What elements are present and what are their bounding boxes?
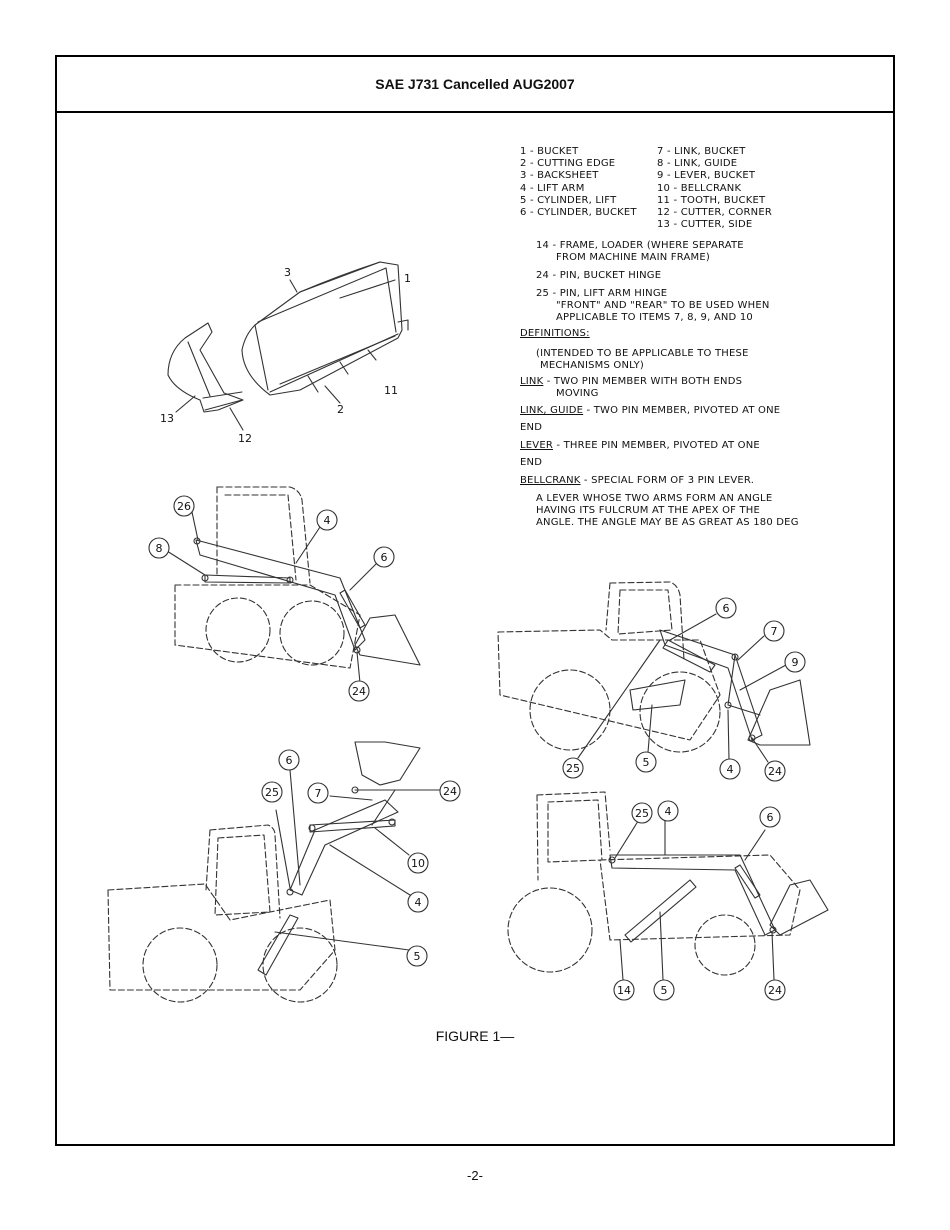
- bucket-callout: 2: [337, 403, 344, 416]
- page-frame: SAE J731 Cancelled AUG2007: [55, 55, 895, 1146]
- legend-item: 2 - CUTTING EDGE: [520, 158, 616, 170]
- callout-number: 6: [286, 754, 293, 767]
- def-text: - TWO PIN MEMBER, PIVOTED AT ONE: [586, 405, 781, 416]
- legend-item: 13 - CUTTER, SIDE: [657, 219, 753, 231]
- legend-right-col: 7 - LINK, BUCKET 8 - LINK, GUIDE 9 - LEV…: [657, 146, 772, 231]
- callout-number: 4: [415, 896, 422, 909]
- legend-item: 5 - CYLINDER, LIFT: [520, 194, 617, 206]
- def-text: END: [520, 422, 543, 434]
- callout-number: 24: [768, 984, 782, 997]
- def-text: - TWO PIN MEMBER WITH BOTH ENDS: [546, 376, 743, 387]
- legend-line: 14 - FRAME, LOADER (WHERE SEPARATE: [536, 240, 744, 251]
- page-number: -2-: [467, 1168, 483, 1183]
- definitions: DEFINITIONS:: [520, 328, 590, 340]
- legend-item: 7 - LINK, BUCKET: [657, 146, 746, 157]
- legend-item: 9 - LEVER, BUCKET: [657, 170, 756, 182]
- def-text: END: [520, 457, 543, 469]
- legend-item: 12 - CUTTER, CORNER: [657, 207, 773, 219]
- legend-item-14: 14 - FRAME, LOADER (WHERE SEPARATE FROM …: [536, 240, 744, 264]
- callout-number: 25: [566, 762, 580, 775]
- legend-item: 3 - BACKSHEET: [520, 170, 599, 182]
- legend-line: FROM MACHINE MAIN FRAME): [556, 252, 710, 264]
- def-link: LINK - TWO PIN MEMBER WITH BOTH ENDS MOV…: [520, 376, 742, 400]
- callout-number: 6: [767, 811, 774, 824]
- figure-caption: FIGURE 1—: [435, 1028, 515, 1044]
- callout-number: 6: [381, 551, 388, 564]
- callout-number: 5: [643, 756, 650, 769]
- skid-steer-drawing: [174, 486, 421, 669]
- def-text: MOVING: [556, 388, 599, 400]
- callout-number: 7: [315, 787, 322, 800]
- callout-number: 4: [324, 514, 331, 527]
- bucket-callout: 12: [238, 432, 252, 445]
- definitions-intro: (INTENDED TO BE APPLICABLE TO THESE MECH…: [536, 348, 749, 372]
- callout-number: 7: [771, 625, 778, 638]
- term-guide: LINK, GUIDE: [520, 405, 584, 416]
- callout-number: 5: [414, 950, 421, 963]
- legend-line: 24 - PIN, BUCKET HINGE: [536, 270, 662, 281]
- callout-number: 6: [723, 602, 730, 615]
- callout-number: 14: [617, 984, 631, 997]
- callout-number: 25: [635, 807, 649, 820]
- callout-number: 5: [661, 984, 668, 997]
- def-bellcrank-more: A LEVER WHOSE TWO ARMS FORM AN ANGLE HAV…: [536, 493, 799, 530]
- callout-number: 8: [156, 542, 163, 555]
- legend-item-25: 25 - PIN, LIFT ARM HINGE "FRONT" AND "RE…: [536, 288, 770, 325]
- legend-line: MECHANISMS ONLY): [540, 360, 645, 372]
- callout-number: 9: [792, 656, 799, 669]
- callout-number: 25: [265, 786, 279, 799]
- legend-line: APPLICABLE TO ITEMS 7, 8, 9, AND 10: [556, 312, 753, 324]
- term-lever: LEVER: [520, 440, 553, 451]
- bucket-callout: 3: [284, 266, 291, 279]
- term-bellcrank: BELLCRANK: [520, 475, 581, 486]
- wheel-loader-drawing: [497, 581, 811, 753]
- legend-line: "FRONT" AND "REAR" TO BE USED WHEN: [556, 300, 770, 312]
- def-text: HAVING ITS FULCRUM AT THE APEX OF THE: [536, 505, 761, 517]
- def-guide: LINK, GUIDE - TWO PIN MEMBER, PIVOTED AT…: [520, 405, 780, 434]
- def-text: - THREE PIN MEMBER, PIVOTED AT ONE: [556, 440, 760, 451]
- legend-item: 6 - CYLINDER, BUCKET: [520, 207, 637, 219]
- bucket-callout: 13: [160, 412, 174, 425]
- callout-number: 24: [352, 685, 366, 698]
- def-lever: LEVER - THREE PIN MEMBER, PIVOTED AT ONE…: [520, 440, 760, 469]
- legend-left-col: 1 - BUCKET 2 - CUTTING EDGE 3 - BACKSHEE…: [520, 146, 637, 219]
- callout-number: 26: [177, 500, 191, 513]
- tractor-loader-drawing: [507, 791, 829, 976]
- callout-number: 4: [727, 763, 734, 776]
- term-link: LINK: [520, 376, 544, 387]
- def-bellcrank: BELLCRANK - SPECIAL FORM OF 3 PIN LEVER.: [520, 475, 754, 487]
- legend-item-24: 24 - PIN, BUCKET HINGE: [536, 270, 661, 282]
- legend-line: 25 - PIN, LIFT ARM HINGE: [536, 288, 668, 299]
- legend-item: 4 - LIFT ARM: [520, 182, 585, 194]
- bucket-callout: 1: [404, 272, 411, 285]
- raised-loader-drawing: [107, 741, 421, 1003]
- legend-item: 10 - BELLCRANK: [657, 182, 742, 194]
- legend-item: 8 - LINK, GUIDE: [657, 158, 738, 170]
- page-title: SAE J731 Cancelled AUG2007: [375, 76, 575, 92]
- bucket-drawing: [167, 261, 409, 431]
- callout-number: 24: [443, 785, 457, 798]
- callout-leaders: [166, 511, 787, 981]
- callout-number: 10: [411, 857, 425, 870]
- callout-number: 4: [665, 805, 672, 818]
- def-text: - SPECIAL FORM OF 3 PIN LEVER.: [583, 475, 755, 486]
- definitions-heading: DEFINITIONS:: [520, 328, 590, 339]
- def-text: ANGLE. THE ANGLE MAY BE AS GREAT AS 180 …: [536, 517, 799, 529]
- header-bar: SAE J731 Cancelled AUG2007: [57, 57, 893, 113]
- legend-item: 11 - TOOTH, BUCKET: [657, 194, 766, 206]
- bucket-callout: 11: [384, 384, 398, 397]
- def-text: A LEVER WHOSE TWO ARMS FORM AN ANGLE: [536, 493, 773, 504]
- callout-number: 24: [768, 765, 782, 778]
- legend-line: (INTENDED TO BE APPLICABLE TO THESE: [536, 348, 749, 359]
- legend-item: 1 - BUCKET: [520, 146, 579, 157]
